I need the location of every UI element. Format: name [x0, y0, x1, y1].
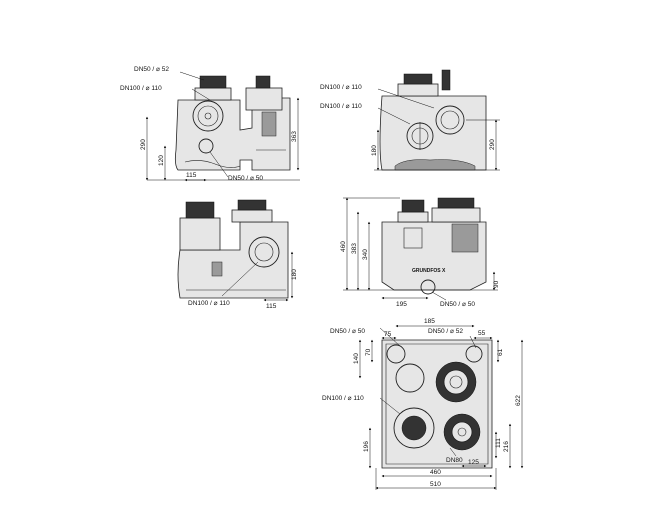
hatch-grille — [403, 73, 433, 85]
label-dn50-52: DN50 / ⌀ 52 — [428, 328, 463, 335]
hatch-grille — [185, 201, 215, 219]
dim-196: 196 — [363, 441, 370, 452]
dim-290: 290 — [489, 139, 496, 150]
dim-115: 115 — [266, 303, 277, 310]
dim-363: 363 — [291, 131, 298, 142]
inlet-dn50-circle — [198, 138, 214, 154]
dim-61: 61 — [497, 348, 504, 356]
inlet-dn100-circle — [192, 100, 224, 132]
dim-140: 140 — [353, 353, 360, 364]
outlet-dn50-circle — [386, 344, 406, 364]
inlet-dn100-circle — [393, 407, 435, 449]
dim-125: 125 — [468, 459, 479, 466]
view-mid-left: DN100 / ⌀ 110 115 180 — [177, 199, 298, 310]
label-dn50-50: DN50 / ⌀ 50 — [228, 175, 263, 182]
inlet-dn100-circle — [435, 105, 465, 135]
pump-motor — [245, 87, 283, 111]
dim-75: 75 — [384, 331, 392, 338]
view-top-left: DN50 / ⌀ 52 DN100 / ⌀ 110 DN50 / ⌀ 50 29… — [120, 66, 300, 182]
label-dn100-110: DN100 / ⌀ 110 — [120, 85, 162, 92]
dim-185: 185 — [424, 318, 435, 325]
inlet-dn100-circle — [248, 236, 280, 268]
hatch-cover — [397, 211, 429, 223]
label-dn50-52: DN50 / ⌀ 52 — [134, 66, 169, 73]
view-mid-right: GRUNDFOS X 460 383 340 195 DN50 / ⌀ 50 9… — [340, 197, 500, 308]
dim-111: 111 — [495, 438, 502, 448]
dim-70: 70 — [365, 348, 372, 356]
dim-460: 460 — [430, 469, 441, 476]
dim-180: 180 — [371, 145, 378, 156]
dim-216: 216 — [503, 441, 510, 452]
dim-55: 55 — [478, 330, 486, 337]
label-dn100-110: DN100 / ⌀ 110 — [188, 300, 230, 307]
label-dn50-50: DN50 / ⌀ 50 — [440, 301, 475, 308]
dim-383: 383 — [351, 243, 358, 254]
dim-195: 195 — [396, 301, 407, 308]
label-dn50-50: DN50 / ⌀ 50 — [330, 328, 365, 335]
inlet-dn50-circle — [420, 279, 436, 295]
dim-115: 115 — [186, 172, 197, 179]
hatch-grille — [401, 199, 425, 213]
tank-body-plan — [381, 339, 493, 469]
view-plan: DN50 / ⌀ 50 185 75 DN50 / ⌀ 52 55 140 70… — [322, 318, 524, 490]
label-dn80: DN80 — [446, 457, 463, 464]
hatch-circle-left — [395, 363, 425, 393]
pump-handle — [255, 75, 271, 89]
brand-logo-text: GRUNDFOS X — [412, 268, 446, 274]
dim-120: 120 — [158, 155, 165, 166]
dim-180: 180 — [291, 269, 298, 280]
dim-622: 622 — [515, 395, 522, 406]
pump-motor — [179, 217, 221, 251]
dim-460: 460 — [340, 241, 347, 252]
inlet-dn50-circle — [465, 345, 483, 363]
pump-motor — [431, 207, 481, 223]
view-top-right: DN100 / ⌀ 110 DN100 / ⌀ 110 180 290 — [320, 69, 500, 171]
dim-290: 290 — [140, 139, 147, 150]
pump-handle — [441, 69, 451, 91]
label-dn100-110: DN100 / ⌀ 110 — [322, 395, 364, 402]
dim-90: 90 — [493, 280, 500, 288]
hatch-cover — [231, 209, 273, 223]
label-dn100-110-a: DN100 / ⌀ 110 — [320, 84, 362, 91]
label-dn100-110-b: DN100 / ⌀ 110 — [320, 103, 362, 110]
dim-510: 510 — [430, 481, 441, 488]
dim-340: 340 — [362, 249, 369, 260]
hatch-cover — [397, 83, 439, 97]
hatch-grille — [199, 75, 227, 89]
